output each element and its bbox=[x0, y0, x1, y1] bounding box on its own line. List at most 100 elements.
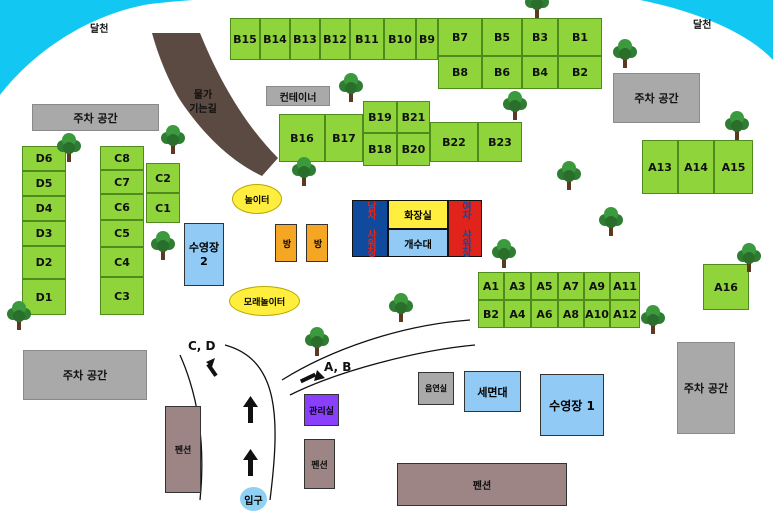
male-shower: 남자 샤워장 bbox=[352, 200, 388, 257]
tree-icon bbox=[161, 125, 185, 154]
site-B21[interactable]: B21 bbox=[397, 101, 430, 133]
site-A10[interactable]: A10 bbox=[584, 300, 610, 328]
site-B2[interactable]: B2 bbox=[558, 56, 602, 89]
site-B7[interactable]: B7 bbox=[438, 18, 482, 56]
site-C5[interactable]: C5 bbox=[100, 220, 144, 247]
dishwashing-label: 개수대 bbox=[404, 239, 432, 251]
road-ab-upper bbox=[281, 319, 471, 381]
site-D3[interactable]: D3 bbox=[22, 221, 66, 246]
entrance-label: 입구 bbox=[244, 495, 263, 507]
parking-bottom-right: 주차 공간 bbox=[677, 342, 735, 434]
female-shower: 여자 샤워장 bbox=[448, 200, 482, 257]
site-D6[interactable]: D6 bbox=[22, 146, 66, 171]
tree-icon bbox=[599, 207, 623, 236]
site-A1[interactable]: A1 bbox=[478, 272, 504, 300]
toilet: 화장실 bbox=[388, 200, 448, 229]
site-B15[interactable]: B15 bbox=[230, 18, 260, 60]
site-A11[interactable]: A11 bbox=[610, 272, 640, 300]
parking-top-left: 주차 공간 bbox=[32, 104, 159, 131]
site-B11[interactable]: B11 bbox=[350, 18, 384, 60]
site-B4[interactable]: B4 bbox=[522, 56, 558, 89]
site-A16[interactable]: A16 bbox=[703, 264, 749, 310]
site-D1[interactable]: D1 bbox=[22, 279, 66, 315]
site-B10[interactable]: B10 bbox=[384, 18, 416, 60]
parking-top-right: 주차 공간 bbox=[613, 73, 700, 123]
site-B18[interactable]: B18 bbox=[363, 133, 397, 166]
male-shower-label: 남자 샤워장 bbox=[364, 201, 376, 256]
tree-icon bbox=[503, 91, 527, 120]
room-label: 방 bbox=[280, 239, 291, 247]
site-B6[interactable]: B6 bbox=[482, 56, 522, 89]
site-C1[interactable]: C1 bbox=[146, 193, 180, 223]
site-A15[interactable]: A15 bbox=[714, 140, 753, 194]
arrow-up-icon bbox=[243, 396, 258, 476]
road-curve-right bbox=[224, 344, 276, 501]
entrance: 입구 bbox=[240, 487, 267, 511]
site-B3[interactable]: B3 bbox=[522, 18, 558, 56]
pension-bottom: 펜션 bbox=[397, 463, 567, 506]
site-B1[interactable]: B1 bbox=[558, 18, 602, 56]
site-C7[interactable]: C7 bbox=[100, 170, 144, 194]
sand-playground: 모래놀이터 bbox=[229, 286, 300, 316]
waterside-path bbox=[152, 33, 278, 176]
playground-label: 놀이터 bbox=[244, 195, 270, 206]
river-label-left: 달천 bbox=[90, 24, 109, 35]
tree-icon bbox=[613, 39, 637, 68]
site-B16[interactable]: B16 bbox=[279, 114, 325, 162]
site-A8[interactable]: A8 bbox=[558, 300, 584, 328]
tree-icon bbox=[389, 293, 413, 322]
pension-middle: 펜션 bbox=[304, 439, 335, 489]
parking-label: 주차 공간 bbox=[62, 369, 108, 382]
site-A4[interactable]: A4 bbox=[504, 300, 531, 328]
arrow-cd-icon bbox=[206, 358, 218, 377]
river-label-right: 달천 bbox=[693, 20, 712, 31]
site-C8[interactable]: C8 bbox=[100, 146, 144, 170]
site-B17[interactable]: B17 bbox=[325, 114, 363, 162]
site-B14[interactable]: B14 bbox=[260, 18, 290, 60]
site-A9[interactable]: A9 bbox=[584, 272, 610, 300]
dishwashing: 개수대 bbox=[388, 229, 448, 257]
direction-cd-label: C, D bbox=[188, 339, 216, 353]
site-D5[interactable]: D5 bbox=[22, 171, 66, 196]
site-C3[interactable]: C3 bbox=[100, 277, 144, 315]
site-A12[interactable]: A12 bbox=[610, 300, 640, 328]
washroom: 세면대 bbox=[464, 371, 521, 412]
site-C2[interactable]: C2 bbox=[146, 163, 180, 193]
site-B23[interactable]: B23 bbox=[478, 122, 522, 162]
site-A7[interactable]: A7 bbox=[558, 272, 584, 300]
pension-label: 펜션 bbox=[472, 481, 492, 492]
site-D2[interactable]: D2 bbox=[22, 246, 66, 279]
site-B9[interactable]: B9 bbox=[416, 18, 438, 60]
site-A14[interactable]: A14 bbox=[678, 140, 714, 194]
site-B12[interactable]: B12 bbox=[320, 18, 350, 60]
road-ab-lower bbox=[289, 344, 476, 396]
site-D4[interactable]: D4 bbox=[22, 196, 66, 221]
site-B8[interactable]: B8 bbox=[438, 56, 482, 89]
direction-ab-label: A, B bbox=[324, 360, 352, 374]
tree-icon bbox=[557, 161, 581, 190]
site-A5[interactable]: A5 bbox=[531, 272, 558, 300]
site-B2-lower[interactable]: B2 bbox=[478, 300, 504, 328]
site-B13[interactable]: B13 bbox=[290, 18, 320, 60]
room-left: 방 bbox=[275, 224, 297, 262]
pension-left: 펜션 bbox=[165, 406, 201, 493]
management-office: 관리실 bbox=[304, 394, 339, 426]
site-A13[interactable]: A13 bbox=[642, 140, 678, 194]
site-C6[interactable]: C6 bbox=[100, 194, 144, 220]
tree-icon bbox=[641, 305, 665, 334]
site-A6[interactable]: A6 bbox=[531, 300, 558, 328]
tree-icon bbox=[525, 0, 549, 18]
drinking-room: 음연실 bbox=[418, 372, 454, 405]
waterside-path-label: 물가 기는길 bbox=[189, 90, 217, 115]
parking-label: 주차 공간 bbox=[683, 382, 729, 395]
site-B20[interactable]: B20 bbox=[397, 133, 430, 166]
site-B19[interactable]: B19 bbox=[363, 101, 397, 133]
pool-1-label: 수영장 1 bbox=[549, 398, 595, 413]
room-right: 방 bbox=[306, 224, 328, 262]
site-B5[interactable]: B5 bbox=[482, 18, 522, 56]
office-label: 관리실 bbox=[309, 406, 334, 417]
site-B22[interactable]: B22 bbox=[430, 122, 478, 162]
site-A3[interactable]: A3 bbox=[504, 272, 531, 300]
site-C4[interactable]: C4 bbox=[100, 247, 144, 277]
